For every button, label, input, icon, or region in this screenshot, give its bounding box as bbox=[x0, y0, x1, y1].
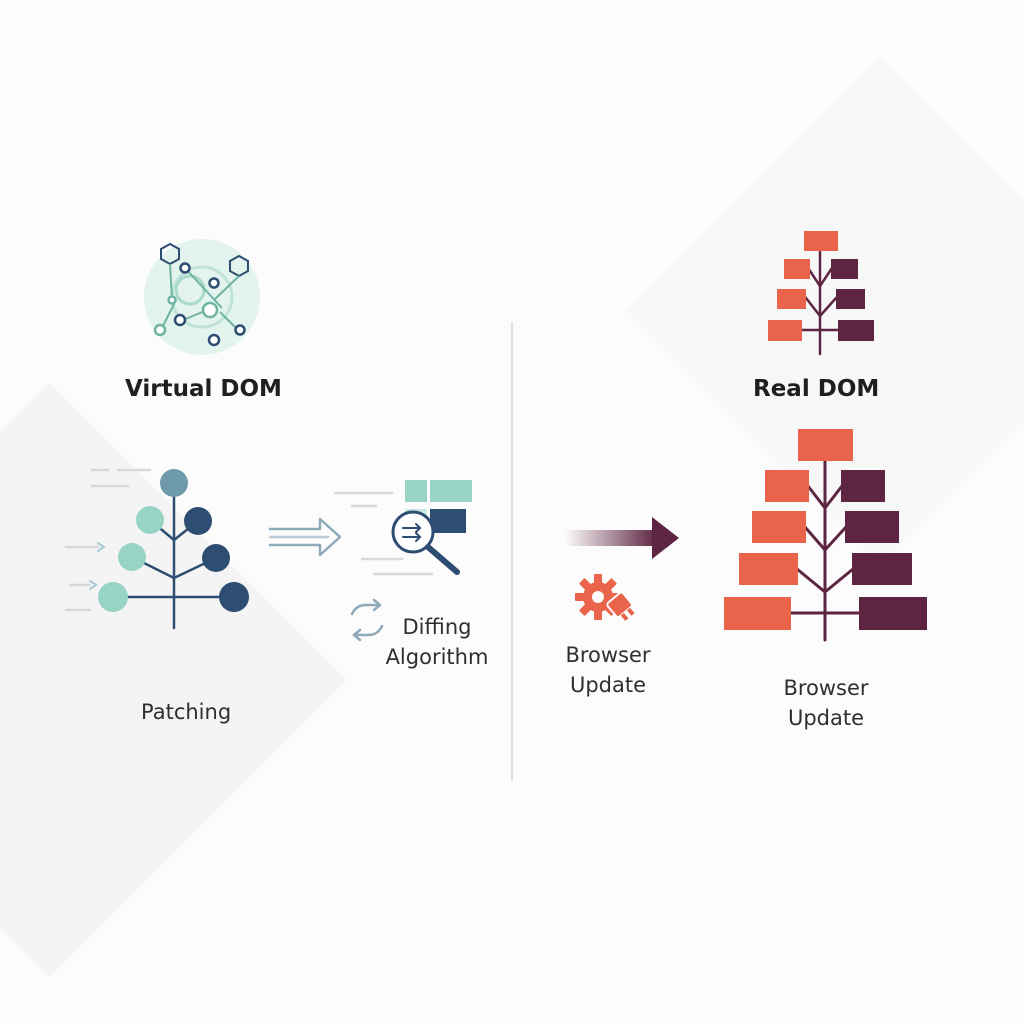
tree-node bbox=[136, 506, 164, 534]
dom-node bbox=[845, 511, 899, 543]
diffing-algorithm-label: Diffing Algorithm bbox=[382, 612, 492, 672]
tree-node bbox=[98, 582, 128, 612]
sync-arrows-icon bbox=[350, 598, 384, 642]
dom-node bbox=[724, 597, 791, 630]
real-dom-title: Real DOM bbox=[753, 376, 880, 402]
gear-plug-icon bbox=[575, 574, 635, 621]
dom-node bbox=[739, 553, 798, 585]
dom-node bbox=[852, 553, 912, 585]
virtual-dom-network-icon bbox=[144, 239, 260, 355]
virtual-dom-title: Virtual DOM bbox=[125, 376, 282, 402]
dom-node bbox=[798, 429, 853, 461]
tree-node bbox=[219, 582, 249, 612]
dom-node bbox=[752, 511, 806, 543]
real-dom-browser-update-label: Browser Update bbox=[776, 673, 876, 733]
diffing-magnifier-icon bbox=[333, 480, 472, 576]
tree-node bbox=[202, 544, 230, 572]
dom-node bbox=[765, 470, 809, 502]
dom-node bbox=[859, 597, 927, 630]
real-dom-large-tree bbox=[724, 429, 927, 642]
tree-node-root bbox=[160, 469, 188, 497]
patching-label: Patching bbox=[141, 700, 232, 724]
dom-node bbox=[841, 470, 885, 502]
tree-node bbox=[184, 507, 212, 535]
double-arrow-icon bbox=[268, 517, 342, 557]
virtual-dom-tree bbox=[64, 468, 249, 630]
tree-node bbox=[118, 543, 146, 571]
transition-browser-update-label: Browser Update bbox=[558, 640, 658, 700]
real-dom-label-line2: Update bbox=[787, 706, 865, 730]
transition-label-line2: Update bbox=[569, 673, 647, 697]
diffing-label-line2: Algorithm bbox=[385, 645, 489, 669]
transition-label-line1: Browser bbox=[565, 643, 651, 667]
diffing-label-line1: Diffing bbox=[402, 615, 472, 639]
real-dom-label-line1: Browser bbox=[783, 676, 869, 700]
update-arrow-icon bbox=[565, 517, 679, 559]
real-dom-small-tree bbox=[768, 231, 874, 356]
